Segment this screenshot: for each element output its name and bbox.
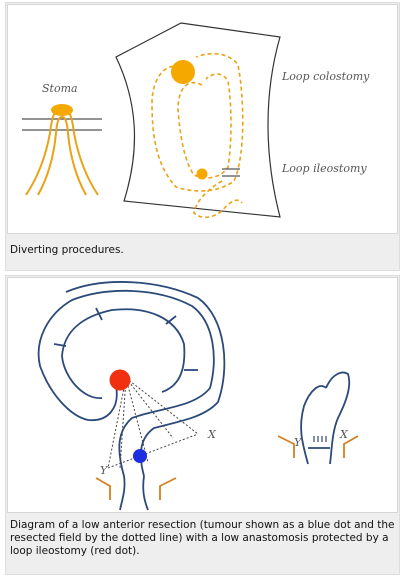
dotted-line-2	[119, 377, 127, 469]
anastomosis-right-diagram	[300, 371, 351, 465]
label-x-left: X	[207, 428, 217, 441]
figure-panel-diverting: Stoma Loop colostomy Loop ileostomy Dive…	[5, 2, 400, 271]
stoma-outer-wall	[25, 107, 99, 196]
dotted-line-6	[107, 433, 199, 469]
clamp-right-a	[277, 435, 295, 458]
figure-panel-resection: X Y X Y Diagram of a low anterior resect…	[5, 275, 400, 575]
dotted-line-5	[125, 377, 199, 435]
staple-marks	[313, 436, 327, 442]
diverting-procedures-diagram: Stoma Loop colostomy Loop ileostomy	[22, 22, 370, 219]
ileostomy-site-dot	[196, 168, 208, 180]
label-stoma: Stoma	[42, 82, 78, 95]
tumour-blue-dot	[133, 449, 147, 463]
abdomen-outline	[115, 22, 281, 218]
anastomosis-right-wall	[325, 371, 351, 465]
low-anterior-resection-diagram: X Y X Y	[37, 281, 359, 511]
stoma-illustration	[22, 104, 102, 196]
dotted-line-3	[125, 377, 149, 463]
dotted-line-4	[125, 377, 174, 439]
rectum-path	[193, 180, 243, 219]
colon-dashed	[151, 52, 244, 219]
caption-diverting-procedures: Diverting procedures.	[10, 244, 124, 256]
label-x-right: X	[339, 428, 349, 441]
caption-low-anterior-resection: Diagram of a low anterior resection (tum…	[10, 519, 395, 557]
clamps-right	[277, 435, 359, 458]
ileostomy-red-dot	[109, 369, 131, 391]
colon-outer-contour	[37, 289, 215, 477]
label-loop-ileostomy: Loop ileostomy	[281, 162, 367, 175]
anastomosis-left-wall	[300, 385, 327, 465]
colostomy-site-dot	[171, 60, 195, 84]
haustra-1	[53, 343, 67, 347]
colon-outer-path	[151, 52, 244, 192]
clamps-left	[95, 477, 177, 500]
figure-low-anterior-resection: X Y X Y	[7, 277, 398, 513]
clamp-left-b	[159, 477, 177, 500]
figure-diverting-procedures: Stoma Loop colostomy Loop ileostomy	[7, 4, 398, 234]
label-y-left: Y	[100, 464, 109, 477]
colon-left-diagram	[37, 281, 226, 511]
colon-outer-contour-2	[65, 281, 226, 477]
haustra-3	[165, 315, 177, 325]
stoma-inner-wall	[37, 115, 87, 196]
clamp-left-a	[95, 477, 111, 500]
colon-inner-contour	[61, 308, 186, 399]
resected-field-dotted	[107, 377, 199, 469]
label-y-right: Y	[294, 436, 303, 449]
haustra-2	[95, 307, 103, 321]
colon-inner-path	[177, 73, 232, 179]
clamp-right-b	[343, 435, 359, 458]
stoma-opening	[51, 104, 73, 116]
dotted-line-1	[107, 377, 127, 469]
label-loop-colostomy: Loop colostomy	[281, 70, 370, 83]
rectum-stump	[119, 475, 149, 511]
